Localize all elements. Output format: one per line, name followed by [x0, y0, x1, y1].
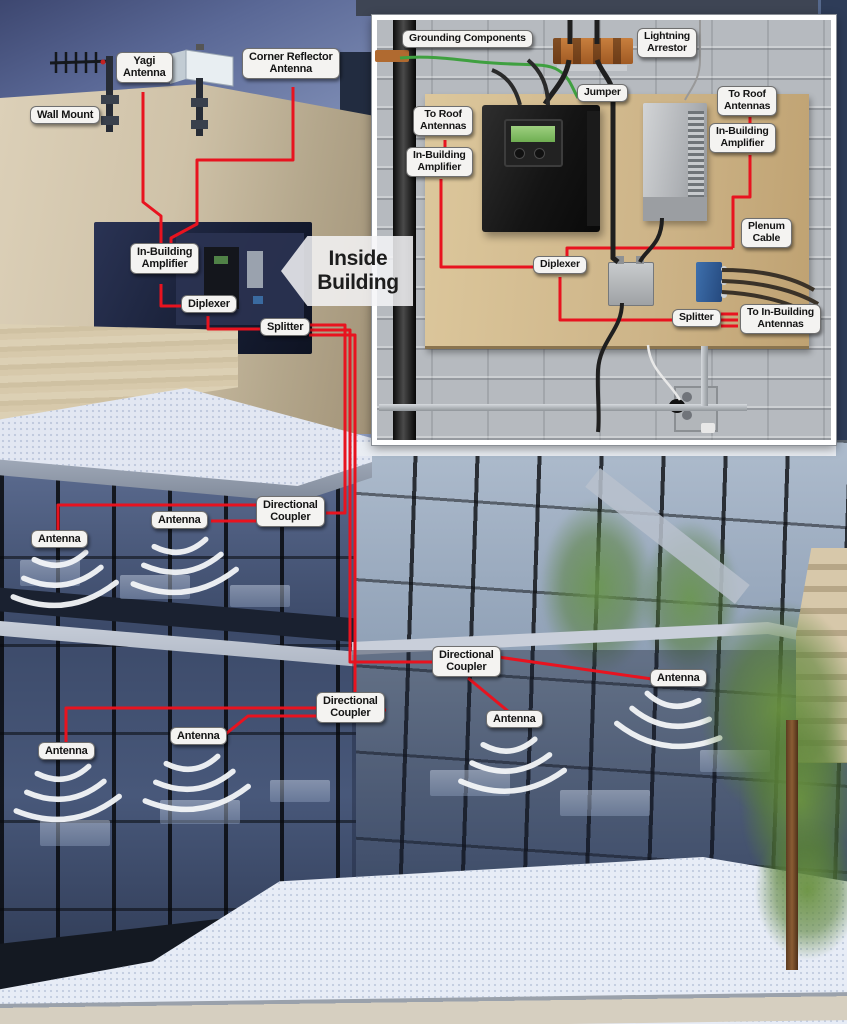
metal-conduit-horizontal — [379, 404, 747, 411]
white-power-plug — [701, 423, 715, 433]
label-antenna-1f-right: Antenna — [650, 669, 707, 688]
splitter-port — [721, 266, 727, 272]
label-wall-mount: Wall Mount — [30, 106, 101, 125]
office-cubicle — [120, 575, 190, 599]
diplexer-unit — [608, 256, 654, 306]
office-cubicle — [230, 585, 290, 607]
label-to-in-building-antennas: To In-Building Antennas — [740, 304, 821, 334]
splitter-unit — [696, 262, 727, 302]
amplifier-mount-flange — [587, 111, 600, 226]
label-antenna-2f-left: Antenna — [31, 530, 88, 549]
office-cubicle — [40, 820, 110, 846]
office-cubicle — [20, 560, 80, 586]
label-diplexer-inset: Diplexer — [533, 256, 587, 274]
equipment-room-second-amplifier — [247, 251, 263, 288]
splitter-port — [721, 279, 727, 285]
floor-slab-edge — [352, 442, 836, 456]
label-to-roof-antennas-left: To Roof Antennas — [413, 106, 474, 136]
office-cubicle — [560, 790, 650, 816]
inside-building-arrow-text: Inside Building — [317, 246, 399, 294]
second-amplifier-unit — [643, 103, 707, 221]
label-splitter-inset: Splitter — [672, 309, 721, 327]
label-lightning-arrestor: Lightning Arrestor — [637, 28, 698, 58]
label-antenna-2f-mid: Antenna — [151, 511, 208, 530]
diplexer-connector — [616, 256, 624, 264]
label-splitter: Splitter — [260, 318, 311, 337]
amplifier-lcd-screen — [511, 126, 555, 142]
label-directional-coupler-1f-left: Directional Coupler — [316, 692, 385, 723]
in-building-amplifier-unit — [482, 105, 600, 232]
equipment-room-amplifier-display — [214, 256, 228, 264]
label-corner-reflector-antenna: Corner Reflector Antenna — [242, 48, 340, 79]
outlet-socket — [682, 392, 692, 402]
amplifier-knob — [514, 148, 525, 159]
splitter-port — [721, 292, 727, 298]
diplexer-connector — [636, 256, 644, 264]
label-directional-coupler-2f: Directional Coupler — [256, 496, 325, 527]
label-jumper: Jumper — [577, 84, 628, 102]
label-in-building-amplifier-right: In-Building Amplifier — [709, 123, 776, 153]
label-antenna-1f-mid: Antenna — [170, 727, 227, 746]
metal-conduit-vertical — [701, 346, 708, 406]
label-antenna-1f-left: Antenna — [38, 742, 95, 761]
foreground-tree-trunk — [786, 720, 798, 970]
label-plenum-cable: Plenum Cable — [741, 218, 792, 248]
ground-bar-mounts — [557, 65, 627, 71]
office-cubicle — [430, 770, 510, 796]
label-diplexer: Diplexer — [181, 295, 237, 314]
label-in-building-amplifier: In-Building Amplifier — [130, 243, 200, 274]
foreground-tree-foliage — [755, 820, 847, 960]
label-grounding-components: Grounding Components — [402, 30, 533, 48]
background-building-top — [356, 0, 847, 16]
label-to-roof-antennas-right: To Roof Antennas — [717, 86, 778, 116]
copper-ground-bar — [553, 38, 633, 64]
amplifier-heatsink-fins — [688, 111, 704, 206]
equipment-room-splitter-device — [253, 296, 263, 304]
pipe-ground-clamp — [375, 50, 409, 62]
label-directional-coupler-1f-right: Directional Coupler — [432, 646, 501, 677]
label-antenna-1f-center: Antenna — [486, 710, 543, 729]
office-cubicle — [160, 800, 240, 824]
office-cubicle — [270, 780, 330, 802]
amplifier-base-section — [643, 197, 707, 221]
grounding-pipe — [393, 20, 416, 440]
label-in-building-amplifier-left: In-Building Amplifier — [406, 147, 473, 177]
atrium-tree — [540, 500, 655, 675]
outlet-socket — [682, 410, 692, 420]
amplifier-knob — [534, 148, 545, 159]
label-yagi-antenna: Yagi Antenna — [116, 52, 173, 83]
inside-building-arrow: Inside Building — [281, 236, 413, 306]
amplifier-control-panel — [504, 119, 563, 167]
